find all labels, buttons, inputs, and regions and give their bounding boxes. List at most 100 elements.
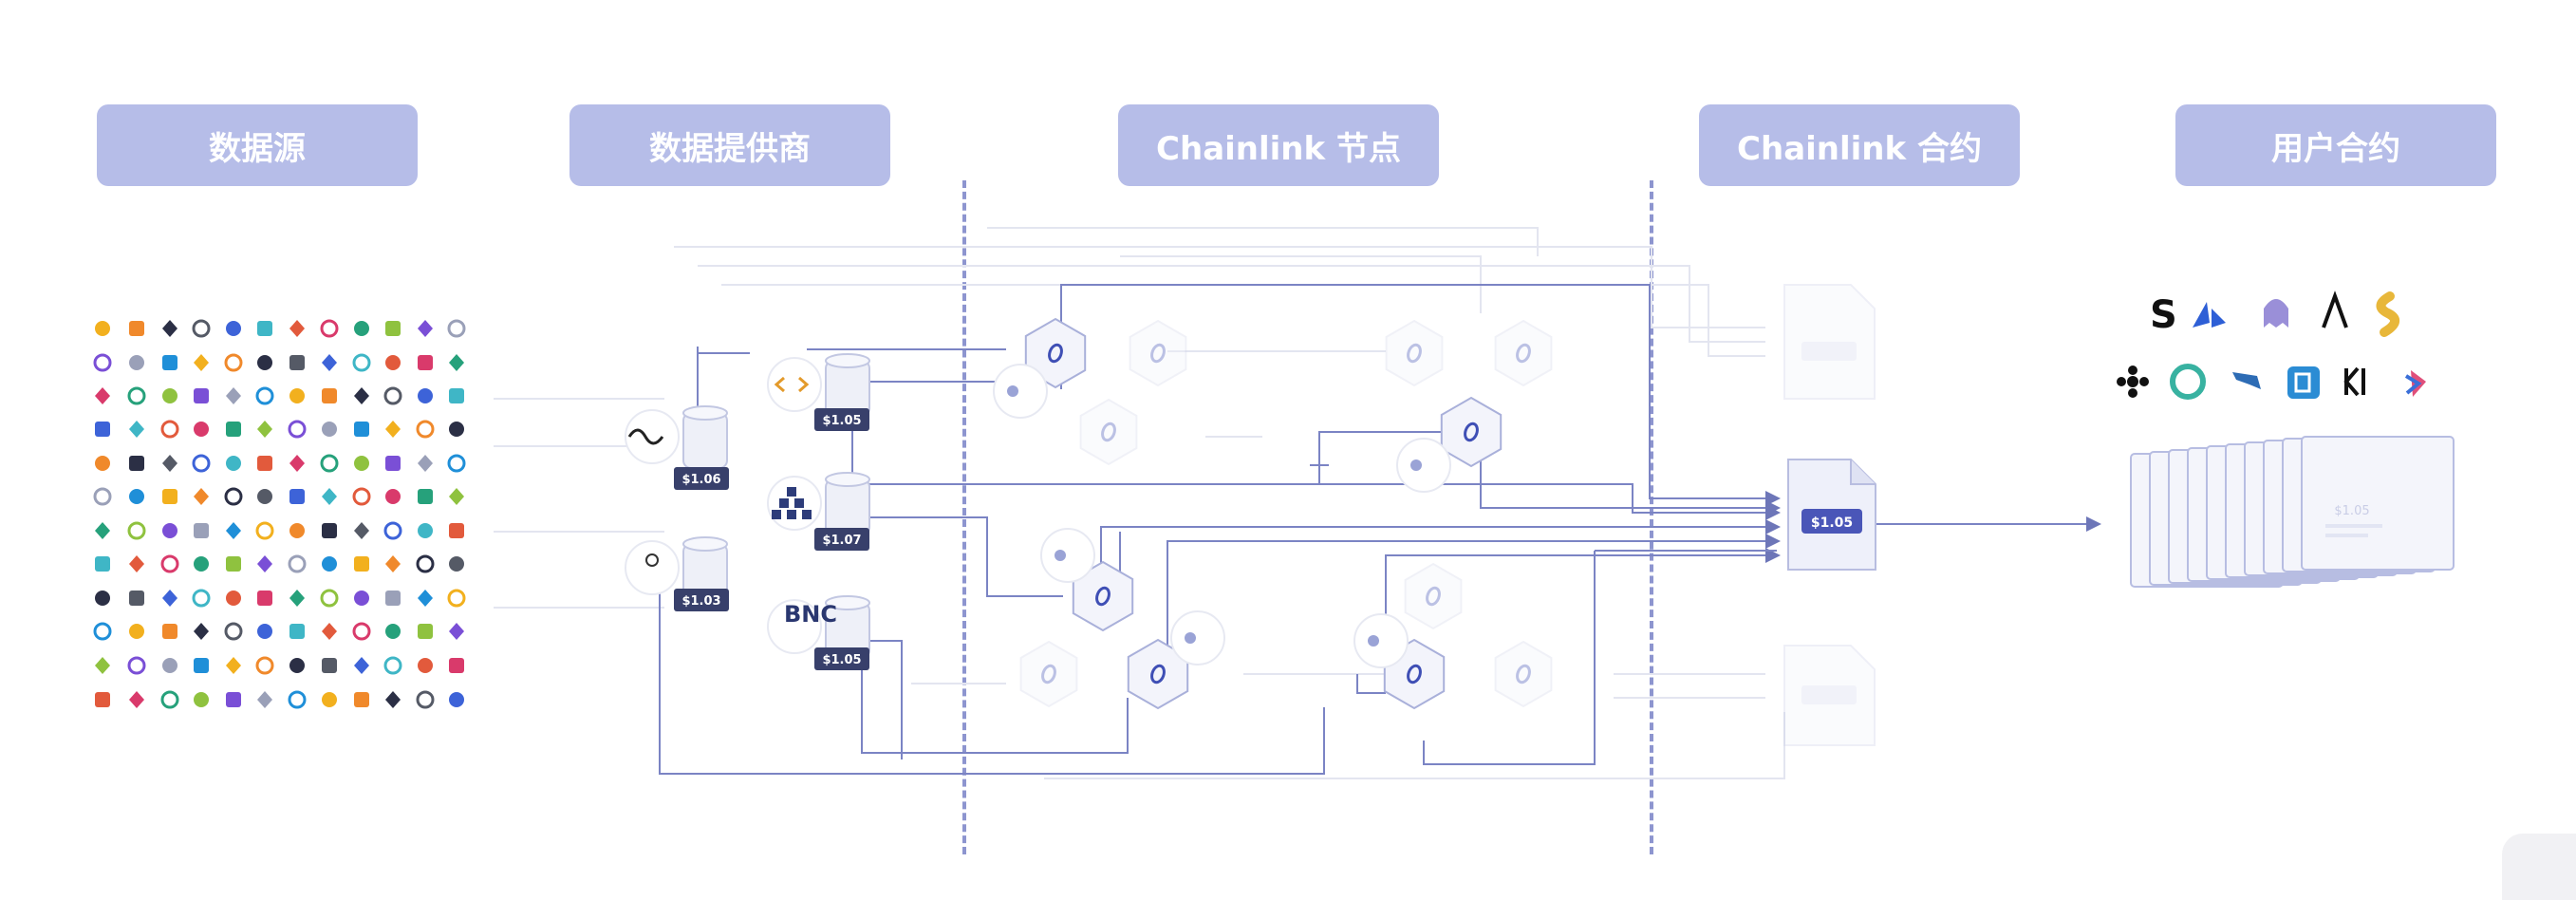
header-data-sources: 数据源 [97,104,418,186]
header-chainlink-nodes: Chainlink 节点 [1118,104,1439,186]
data-source-logo-icon [289,590,305,607]
price-top-provider: $1.05 [822,414,861,428]
data-source-logo-icon [194,556,209,572]
data-source-logo-icon [160,554,179,573]
data-source-logo-icon [354,556,369,572]
data-source-logo-icon [289,624,305,639]
data-source-logo-icon [289,355,305,370]
header-chainlink-contract: Chainlink 合约 [1699,104,2020,186]
data-source-logo-icon [416,554,435,573]
data-source-logo-icon [226,321,241,336]
data-source-logo-icon [192,589,211,608]
data-source-logo-icon [385,555,401,572]
chainlink-node-faint-3 [1385,319,1444,387]
price-brave-new-coin: $1.06 [681,473,720,487]
data-source-logo-icon [226,456,241,471]
bird-icon [2232,372,2261,389]
chainlink-hexagon-icon [1150,343,1166,364]
data-source-logo-icon [93,487,112,506]
chainlink-node-2 [1440,396,1503,468]
chainlink-hexagon-icon [1426,586,1441,607]
data-source-logo-icon [129,624,144,639]
data-source-logo-icon [194,354,209,371]
sushi-like-icon [2376,291,2399,337]
data-source-logo-icon [160,420,179,439]
hashflow-like-icon [2343,366,2365,397]
data-source-logo-icon [418,523,433,538]
data-source-logo-icon [257,555,272,572]
data-source-logo-icon [449,388,464,403]
data-source-logo-icon [257,355,272,370]
header-data-providers: 数据提供商 [569,104,890,186]
faint-contract-top [1783,284,1876,400]
data-source-logo-icon [129,321,144,336]
node-operator-logo-icon [1396,438,1451,493]
data-source-logo-icon [418,489,433,504]
coinmarketcap-provider [625,536,728,600]
chainlink-node-faint-5 [1019,640,1078,708]
data-source-logo-icon [354,456,369,471]
data-source-logo-icon [194,658,209,673]
top-provider [767,353,870,417]
box-logo-icon [2287,366,2320,399]
data-source-logo-icon [418,590,433,607]
cross-node-icon [2117,366,2149,398]
data-source-logo-icon [354,422,369,437]
data-source-logo-icon [162,658,177,673]
user-contract-lines [2325,524,2382,537]
user-contract-price: $1.05 [2334,504,2369,518]
data-source-logo-icon [257,624,272,639]
data-source-logo-icon [449,658,464,673]
synthetix-icon: S [2150,293,2177,337]
provider-logo-icon [625,540,680,595]
chainlink-node-3 [1072,560,1134,632]
provider-logo-icon [625,409,680,464]
chainlink-node-1 [1024,317,1087,389]
data-source-logo-icon [95,422,110,437]
data-source-logo-icon [418,624,433,639]
provider-logo-icon [767,599,822,654]
data-source-logo-icon [354,387,369,404]
header-user-contracts: 用户合约 [2175,104,2496,186]
data-source-logo-icon [449,623,464,640]
data-source-logo-icon [162,320,177,337]
data-source-logo-icon [385,355,401,370]
data-source-logo-icon [289,523,305,538]
data-source-logo-icon [162,489,177,504]
data-source-logo-icon [322,658,337,673]
data-source-logo-icon [226,591,241,606]
provider-price-tags: $1.06 $1.05 $1.07 $1.03 $1.05 [674,408,869,670]
chainlink-hexagon-icon [1150,664,1166,684]
chainlink-hexagon-icon [1095,586,1111,607]
data-source-logo-icon [162,388,177,403]
chainlink-node-faint-6 [1404,562,1463,630]
data-source-logo-icon [354,692,369,707]
data-source-logo-icon [160,690,179,709]
data-source-logo-icon [385,624,401,639]
data-source-logo-icon [320,454,339,473]
data-source-logo-icon [320,589,339,608]
node-operator-logo-icon [1170,610,1225,666]
data-source-logo-icon [322,422,337,437]
bnc-logo-text: BNC [784,601,837,628]
data-source-logo-icon [192,319,211,338]
ghost-icon [2264,299,2288,328]
data-source-logo-icon [385,456,401,471]
data-source-logo-icon [418,455,433,472]
data-source-logo-icon [129,591,144,606]
data-source-logo-icon [354,321,369,336]
data-source-logo-icon [449,354,464,371]
data-source-logo-icon [224,622,243,641]
data-source-logo-icon [129,355,144,370]
data-source-logo-icon [385,489,401,504]
chainlink-hexagon-icon [1041,664,1056,684]
price-bnc: $1.05 [822,653,861,667]
data-source-logo-icon [162,523,177,538]
data-source-logo-icon [447,319,466,338]
data-source-logo-icon [194,523,209,538]
data-source-logo-icon [322,692,337,707]
data-source-logo-icon [95,556,110,572]
data-source-logo-icon [95,692,110,707]
bnc-provider [767,595,870,659]
